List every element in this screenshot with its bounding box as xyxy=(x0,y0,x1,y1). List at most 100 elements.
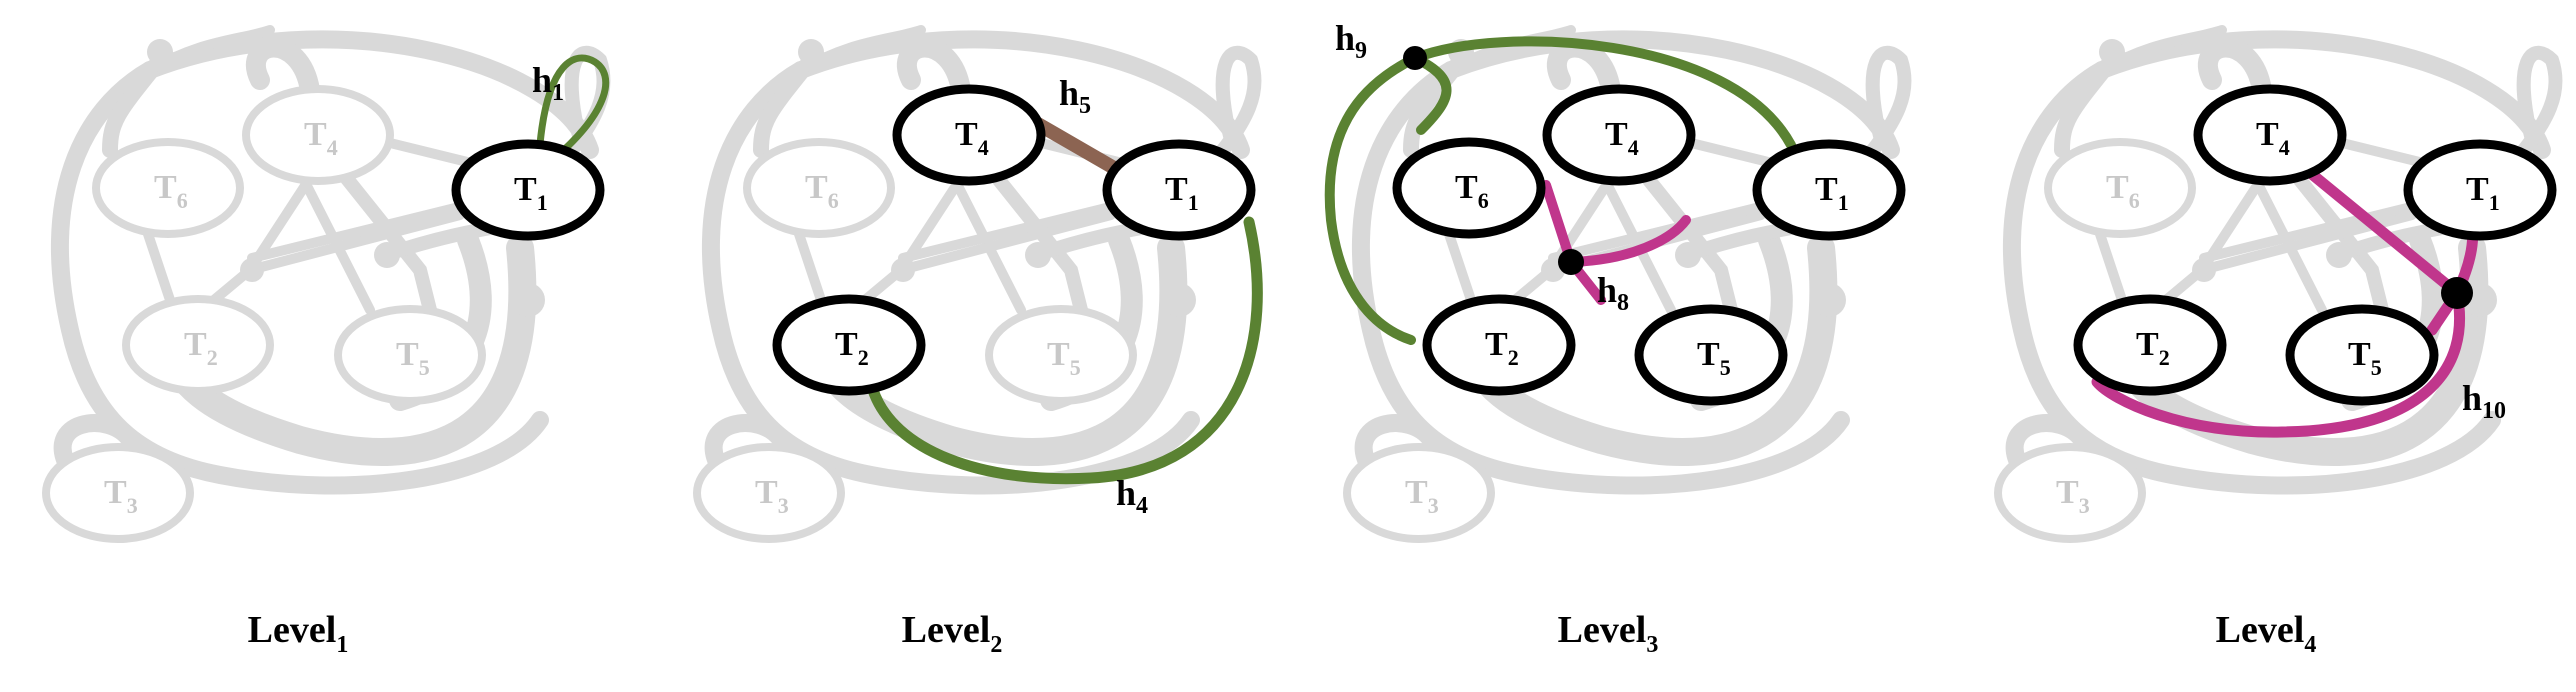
faded-hyperedge xyxy=(1547,37,1621,100)
node-ellipse xyxy=(451,139,605,241)
hyperedge-path xyxy=(867,216,1263,485)
level-title: Level3 xyxy=(1558,609,1659,658)
faded-hyperedge-vertex xyxy=(1812,283,1846,317)
faded-hyperedge-vertex xyxy=(798,39,824,65)
node-t2: T2 xyxy=(772,294,926,396)
faded-hyperedge xyxy=(1849,45,1912,177)
faded-hyperedge-vertex xyxy=(1675,242,1701,268)
node-t5: T5 xyxy=(334,305,486,405)
node-t2: T2 xyxy=(122,295,274,395)
node-t1: T1 xyxy=(451,139,605,241)
node-t3: T3 xyxy=(693,443,845,543)
node-ellipse xyxy=(892,84,1046,186)
faded-hyperedge xyxy=(792,30,1250,159)
node-t1: T1 xyxy=(2403,139,2557,241)
node-ellipse xyxy=(1752,139,1906,241)
node-ellipse xyxy=(693,443,845,543)
faded-hyperedge-vertex xyxy=(2192,258,2216,282)
faded-hyperedge-vertex xyxy=(2326,242,2352,268)
hyperedge-path xyxy=(1024,113,1128,179)
node-ellipse xyxy=(2403,139,2557,241)
faded-hyperedge-vertex xyxy=(1025,242,1051,268)
hyperedge-label: h1 xyxy=(532,60,564,106)
hyperedge-path xyxy=(1324,36,1796,345)
faded-hyperedge xyxy=(984,163,1088,317)
node-t5: T5 xyxy=(985,305,1137,405)
node-t4: T4 xyxy=(1542,84,1696,186)
faded-hyperedge-vertex xyxy=(374,242,400,268)
hyperedge-label: h8 xyxy=(1597,270,1629,316)
faded-hyperedge xyxy=(897,37,971,100)
node-ellipse xyxy=(2193,84,2347,186)
hyperedge-h5: h5 xyxy=(1024,73,1128,179)
node-ellipse xyxy=(334,305,486,405)
node-t3: T3 xyxy=(42,443,194,543)
faded-hyperedge-vertex xyxy=(147,39,173,65)
node-ellipse xyxy=(1634,304,1788,406)
faded-hyperedge-vertex xyxy=(240,258,264,282)
level-title: Level2 xyxy=(902,609,1003,658)
faded-hyperedge xyxy=(2092,220,2127,305)
node-ellipse xyxy=(2285,304,2439,406)
node-ellipse xyxy=(1542,84,1696,186)
faded-hyperedge xyxy=(1354,414,1440,479)
faded-hyperedge xyxy=(246,37,320,100)
node-t2: T2 xyxy=(1422,294,1576,396)
node-ellipse xyxy=(985,305,1137,405)
node-t6: T6 xyxy=(743,138,895,238)
hyperedge-h4: h4 xyxy=(867,216,1263,519)
node-label: T1 xyxy=(2466,171,2500,215)
faded-hyperedge xyxy=(141,30,599,159)
hyperedge-label: h10 xyxy=(2462,378,2506,424)
node-t1: T1 xyxy=(1102,139,1256,241)
faded-hyperedge xyxy=(1634,163,1738,317)
node-t4: T4 xyxy=(242,85,394,185)
hyperedge-junction xyxy=(2441,277,2473,309)
node-ellipse xyxy=(122,295,274,395)
node-ellipse xyxy=(1343,443,1495,543)
node-ellipse xyxy=(92,138,244,238)
hyperedge-label: h5 xyxy=(1059,73,1091,119)
node-label: T1 xyxy=(1815,171,1849,215)
hyperedge-junction xyxy=(1403,46,1427,70)
node-ellipse xyxy=(242,85,394,185)
node-label: T6 xyxy=(1455,169,1489,213)
node-ellipse xyxy=(743,138,895,238)
hyperedge-label: h9 xyxy=(1335,18,1367,64)
node-t6: T6 xyxy=(1392,137,1546,239)
node-ellipse xyxy=(1994,443,2146,543)
faded-hyperedge xyxy=(245,210,465,275)
faded-hyperedge xyxy=(2198,37,2272,100)
node-ellipse xyxy=(42,443,194,543)
background-hypergraph xyxy=(2002,25,2563,495)
faded-hyperedge xyxy=(2093,30,2551,159)
faded-hyperedge xyxy=(333,163,437,317)
faded-hyperedge xyxy=(791,220,826,305)
hyperedge-junction xyxy=(1558,249,1584,275)
hyperedge-h1: h1 xyxy=(532,54,610,162)
node-t5: T5 xyxy=(1634,304,1788,406)
faded-hyperedge-vertex xyxy=(1162,283,1196,317)
node-t5: T5 xyxy=(2285,304,2439,406)
node-ellipse xyxy=(1392,137,1546,239)
faded-hyperedge xyxy=(53,414,139,479)
faded-hyperedge xyxy=(140,220,175,305)
node-ellipse xyxy=(1102,139,1256,241)
faded-hyperedge xyxy=(1199,45,1262,177)
faded-hyperedge-vertex xyxy=(511,283,545,317)
faded-hyperedge-vertex xyxy=(891,258,915,282)
node-t3: T3 xyxy=(1994,443,2146,543)
node-ellipse xyxy=(1422,294,1576,396)
node-ellipse xyxy=(772,294,926,396)
faded-hyperedge xyxy=(2005,414,2091,479)
node-t1: T1 xyxy=(1752,139,1906,241)
faded-hyperedge xyxy=(704,414,790,479)
faded-hyperedge xyxy=(2500,45,2563,177)
faded-hyperedge xyxy=(2285,163,2389,317)
node-ellipse xyxy=(2073,294,2227,396)
node-t2: T2 xyxy=(2073,294,2227,396)
